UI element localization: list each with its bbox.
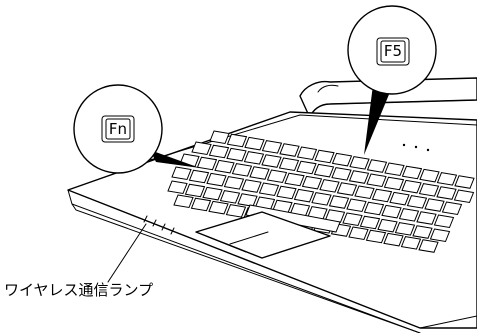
- keyboard-key: [278, 157, 300, 172]
- keyboard-key: [314, 149, 335, 164]
- keyboard-key: [398, 208, 420, 222]
- f5-callout: F5: [347, 5, 437, 155]
- keyboard-key: [348, 170, 370, 184]
- keyboard-key: [191, 141, 212, 156]
- keyboard-key: [293, 188, 315, 203]
- keyboard-key: [328, 195, 350, 209]
- keyboard-key: [401, 179, 422, 194]
- keyboard-key: [241, 179, 262, 193]
- fn-callout: Fn: [73, 84, 200, 174]
- keyboard-key: [261, 154, 282, 168]
- keyboard-key: [208, 144, 230, 159]
- keyboard-key: [436, 172, 458, 186]
- keyboard-key: [384, 162, 405, 177]
- keyboard-key: [296, 160, 317, 175]
- keyboard-key: [354, 185, 375, 200]
- keyboard-key: [433, 214, 455, 229]
- spacebar-key: [245, 204, 341, 233]
- keyboard-key: [454, 175, 475, 189]
- keyboard-key: [383, 176, 405, 191]
- fn-key-label: Fn: [109, 120, 127, 138]
- keyboard-key: [342, 212, 363, 227]
- keyboard-key: [261, 140, 283, 154]
- keyboard-key: [223, 176, 245, 190]
- keyboard-key: [313, 163, 335, 178]
- keyboard-key: [226, 147, 247, 162]
- keyboard-key: [389, 191, 410, 206]
- keyboard-key: [406, 195, 428, 209]
- keyboard-key: [266, 169, 288, 184]
- keyboard-key: [237, 193, 258, 207]
- touchpad: [195, 211, 331, 259]
- keyboard-key: [206, 172, 227, 187]
- keyboard-key: [412, 225, 433, 239]
- keyboard-key: [383, 232, 404, 247]
- keyboard-key: [424, 198, 445, 212]
- keyboard-key: [394, 222, 416, 236]
- keyboard-key: [377, 218, 398, 233]
- keyboard-key: [419, 168, 440, 183]
- keyboard-key: [319, 179, 340, 193]
- keyboard-key: [226, 133, 248, 148]
- keyboard-key: [453, 189, 475, 204]
- wireless-lamp-indicators: [143, 215, 175, 235]
- keyboard-key: [173, 194, 194, 209]
- keyboard-key: [348, 226, 369, 241]
- keyboard-key: [276, 185, 297, 200]
- keyboard-key: [209, 130, 230, 145]
- keyboard-key: [219, 190, 241, 204]
- f5-key-label: F5: [384, 42, 402, 60]
- keyboard-key: [196, 156, 218, 171]
- keyboard-key: [401, 165, 423, 180]
- status-dots: [402, 143, 430, 152]
- keyboard-key: [400, 236, 422, 250]
- keyboard-key: [249, 166, 270, 180]
- keyboard-key: [366, 159, 388, 173]
- keyboard-key: [184, 183, 206, 198]
- keyboard-key: [214, 159, 235, 174]
- keyboard-key: [243, 151, 265, 165]
- wireless-lamp-label: ワイヤレス通信ランプ: [4, 281, 153, 299]
- keyboard-key: [371, 188, 393, 203]
- keyboard-key: [331, 167, 352, 181]
- keyboard-key: [349, 156, 370, 170]
- keyboard-key: [208, 200, 229, 215]
- keyboard-key: [171, 166, 192, 181]
- keyboard-key: [418, 183, 440, 197]
- keyboard-key: [331, 152, 353, 167]
- keyboard-key: [279, 143, 300, 157]
- keyboard-key: [346, 198, 367, 213]
- keyboard-key: [190, 197, 212, 212]
- keyboard-key: [202, 186, 223, 201]
- keyboard-key: [416, 211, 437, 225]
- keyboard-key: [231, 163, 253, 177]
- keyboard-key: [429, 228, 451, 243]
- keyboard-key: [336, 182, 358, 196]
- keyboard-key: [441, 201, 463, 216]
- keyboard-key: [324, 209, 346, 223]
- keyboard-key: [167, 180, 188, 195]
- keyboard-key: [365, 229, 387, 244]
- keyboard-key: [381, 204, 402, 219]
- wireless-lamp-leader: [107, 223, 147, 283]
- keyboard-key: [296, 146, 318, 161]
- keyboard: [149, 114, 477, 253]
- keyboard-key: [366, 173, 387, 188]
- keyboard-key: [311, 192, 332, 206]
- keyboard-key: [188, 169, 210, 184]
- keyboard-key: [418, 239, 439, 253]
- keyboard-key: [284, 172, 305, 187]
- keyboard-key: [258, 182, 280, 197]
- keyboard-key: [436, 186, 457, 200]
- keyboard-key: [244, 136, 265, 151]
- keyboard-key: [225, 204, 247, 218]
- keyboard-key: [301, 175, 323, 190]
- keyboard-key: [363, 201, 385, 216]
- keyboard-key: [359, 215, 381, 230]
